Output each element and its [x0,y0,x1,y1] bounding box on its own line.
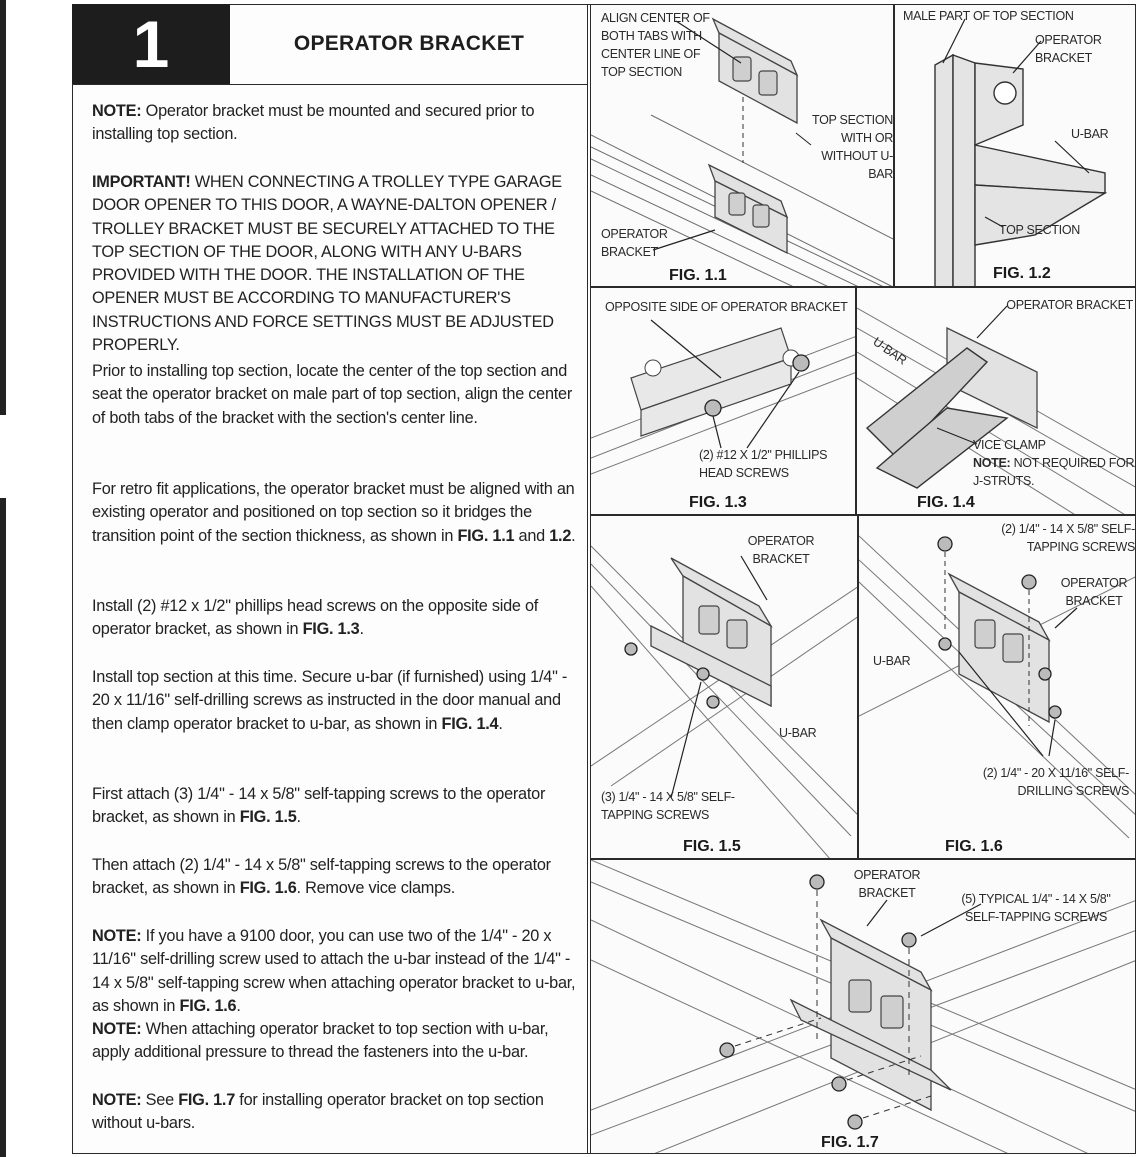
first-text: First attach (3) 1/4" - 14 x 5/8" self-t… [92,785,546,827]
fig-ref: FIG. 1.5 [239,808,297,827]
retro-and: and [514,526,550,545]
important-warning: IMPORTANT! WHEN CONNECTING A TROLLEY TYP… [92,171,577,357]
first-attach-paragraph: First attach (3) 1/4" - 14 x 5/8" self-t… [92,783,577,830]
header-divider [72,84,588,85]
fig-1-2-drawing [934,18,1108,286]
fig-1-1-drawing [591,17,893,286]
fig-ref: FIG. 1.6 [239,879,297,898]
label-vice-clamp: VICE CLAMP [973,438,1046,452]
note-body: If you have a 9100 door, you can use two… [92,927,576,1015]
note-operator-bracket: NOTE: Operator bracket must be mounted a… [92,100,577,147]
fig-1-3-drawing [591,319,855,475]
note-end: . [236,996,241,1015]
fig-1-6-drawing [859,535,1135,839]
then-attach-paragraph: Then attach (2) 1/4" - 14 x 5/8" self-ta… [92,854,577,901]
fig-1-1-caption: FIG. 1.1 [669,267,727,284]
label-operator-bracket: OPERATOR BRACKET [853,868,921,900]
note-label: NOTE: [973,456,1011,470]
important-label: IMPORTANT! [92,173,191,191]
install-top-text: Install top section at this time. Secure… [92,668,568,733]
fig-1-7-drawing [591,860,1135,1153]
install-top-end: . [498,714,503,733]
label-u-bar: U-BAR [1071,127,1109,141]
fig-ref: 1.2 [549,526,572,545]
label-top-section: TOP SECTION WITH OR WITHOUT U-BAR [812,113,893,181]
label-opposite-side: OPPOSITE SIDE OF OPERATOR BRACKET [605,300,848,314]
note-body: Operator bracket must be mounted and sec… [92,102,535,144]
install-screws-paragraph: Install (2) #12 x 1/2" phillips head scr… [92,595,577,642]
install-text: Install (2) #12 x 1/2" phillips head scr… [92,597,539,639]
fig-1-7-caption: FIG. 1.7 [821,1134,879,1151]
label-align-center: ALIGN CENTER OF BOTH TABS WITH CENTER LI… [601,11,710,79]
label-self-tapping-screws: (3) 1/4" - 14 X 5/8" SELF-TAPPING SCREWS [601,790,735,822]
label-self-drilling-screws: (2) 1/4" - 20 X 11/16" SELF-DRILLING SCR… [982,766,1129,798]
fig-ref: FIG. 1.7 [178,1091,236,1109]
label-operator-bracket: OPERATOR BRACKET [1035,33,1102,65]
retro-fit-paragraph: For retro fit applications, the operator… [92,478,577,548]
step-title: OPERATOR BRACKET [293,32,525,55]
prior-install-paragraph: Prior to installing top section, locate … [92,362,573,427]
install-end: . [359,620,364,639]
label-operator-bracket: OPERATOR BRACKET [747,534,815,566]
note-label: NOTE: [92,1020,142,1039]
fig-1-4-caption: FIG. 1.4 [917,494,975,511]
fig-1-2-caption: FIG. 1.2 [993,265,1051,282]
then-end: . Remove vice clamps. [296,879,456,898]
first-end: . [296,808,302,827]
retro-text: For retro fit applications, the operator… [92,480,575,545]
then-text: Then attach (2) 1/4" - 14 x 5/8" self-ta… [92,856,551,898]
step-number-badge: 1 [72,4,230,84]
figure-1-4: OPERATOR BRACKET U-BAR VICE CLAMP NOTE: … [856,287,1136,515]
label-operator-bracket: OPERATOR BRACKET [1006,298,1133,312]
note-label: NOTE: [92,1091,142,1109]
fig-ref: FIG. 1.6 [179,996,237,1015]
page-edge-mark-bottom [0,498,6,1157]
note-label: NOTE: [92,102,142,120]
label-operator-bracket: OPERATOR BRACKET [601,227,668,259]
note-label: NOTE: [92,927,142,945]
label-typical-screws: (5) TYPICAL 1/4" - 14 X 5/8" SELF-TAPPIN… [961,892,1111,924]
label-operator-bracket: OPERATOR BRACKET [1060,576,1128,608]
label-male-part: MALE PART OF TOP SECTION [903,9,1074,23]
note-text: See [141,1091,179,1109]
retro-end: . [571,526,576,545]
note-body: When attaching operator bracket to top s… [92,1020,549,1062]
fig-1-6-caption: FIG. 1.6 [945,838,1003,855]
install-top-section-paragraph: Install top section at this time. Secure… [92,666,577,736]
fig-ref: FIG. 1.3 [302,620,360,639]
note-end: for installing operator bracket on top s… [92,1091,544,1133]
page-edge-mark-top [0,0,6,415]
label-u-bar: U-BAR [779,726,817,740]
fig-1-5-drawing [591,545,857,858]
fig-1-4-drawing [857,305,1135,514]
label-phillips-screws: (2) #12 X 1/2" PHILLIPS HEAD SCREWS [699,448,828,480]
figure-1-6: (2) 1/4" - 14 X 5/8" SELF-TAPPING SCREWS… [858,515,1136,859]
label-self-tapping-screws: (2) 1/4" - 14 X 5/8" SELF-TAPPING SCREWS [1001,522,1135,554]
figure-1-5: OPERATOR BRACKET U-BAR (3) 1/4" - 14 X 5… [590,515,858,859]
figures-column: ALIGN CENTER OF BOTH TABS WITH CENTER LI… [590,4,1136,1154]
fig-1-5-caption: FIG. 1.5 [683,838,741,855]
figure-1-3: OPPOSITE SIDE OF OPERATOR BRACKET (2) #1… [590,287,856,515]
instruction-column: 1 OPERATOR BRACKET NOTE: Operator bracke… [72,4,588,1154]
note-body: NOT REQUIRED FOR J-STRUTS. [973,456,1135,488]
fig-ref: FIG. 1.4 [441,714,499,733]
important-body: WHEN CONNECTING A TROLLEY TYPE GARAGE DO… [92,173,562,355]
figure-1-1: ALIGN CENTER OF BOTH TABS WITH CENTER LI… [590,4,894,287]
label-j-strut-note: NOTE: NOT REQUIRED FOR J-STRUTS. [973,454,1135,490]
note-9100-door: NOTE: If you have a 9100 door, you can u… [92,925,577,1065]
label-u-bar: U-BAR [873,654,911,668]
figure-1-7: OPERATOR BRACKET (5) TYPICAL 1/4" - 14 X… [590,859,1136,1154]
fig-1-3-caption: FIG. 1.3 [689,494,747,511]
figure-1-2: MALE PART OF TOP SECTION OPERATOR BRACKE… [894,4,1136,287]
label-top-section: TOP SECTION [999,223,1080,237]
note-see-fig-17: NOTE: See FIG. 1.7 for installing operat… [92,1089,577,1136]
fig-ref: FIG. 1.1 [457,526,515,545]
